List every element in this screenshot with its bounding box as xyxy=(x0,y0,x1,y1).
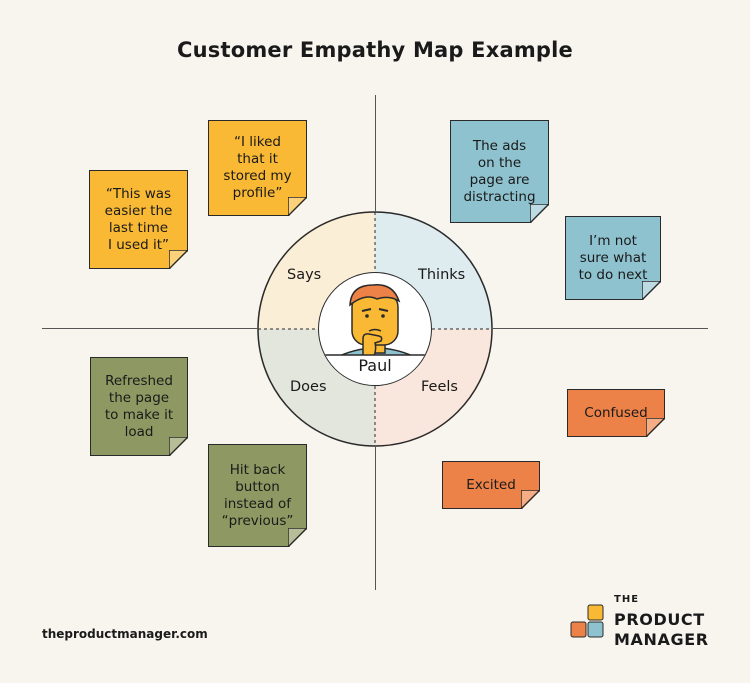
sticky-note-says-2: “I liked that it stored my profile” xyxy=(208,120,307,216)
note-fold-icon xyxy=(288,197,307,216)
sticky-note-thinks-1: The ads on the page are distracting xyxy=(450,120,549,223)
logo-product: PRODUCT xyxy=(614,610,705,629)
sticky-note-feels-1: Confused xyxy=(567,389,665,437)
sticky-note-says-1: “This was easier the last time I used it… xyxy=(89,170,188,269)
sticky-note-feels-2: Excited xyxy=(442,461,540,509)
note-text: The ads on the page are distracting xyxy=(463,137,536,205)
note-text: “I liked that it stored my profile” xyxy=(223,134,292,201)
note-text: Excited xyxy=(466,476,516,493)
quadrant-label-says: Says xyxy=(287,267,322,283)
note-fold-icon xyxy=(530,204,549,223)
quadrant-label-thinks: Thinks xyxy=(418,267,466,283)
note-fold-icon xyxy=(169,437,188,456)
quadrant-label-feels: Feels xyxy=(421,379,458,395)
note-text: Confused xyxy=(584,404,648,421)
note-text: Hit back button instead of “previous” xyxy=(221,461,294,529)
note-fold-icon xyxy=(521,490,540,509)
persona-name: Paul xyxy=(358,356,392,375)
note-fold-icon xyxy=(169,250,188,269)
note-text: Refreshed the page to make it load xyxy=(104,372,174,440)
note-fold-icon xyxy=(288,528,307,547)
persona-avatar-icon xyxy=(319,284,431,385)
sticky-note-does-1: Refreshed the page to make it load xyxy=(90,357,188,456)
logo-the: THE xyxy=(614,594,640,605)
persona-circle xyxy=(318,272,432,386)
brand-logo-text: THE PRODUCT MANAGER xyxy=(614,590,709,650)
page-title: Customer Empathy Map Example xyxy=(177,38,573,62)
footer-url: theproductmanager.com xyxy=(42,627,208,641)
logo-manager: MANAGER xyxy=(614,630,709,649)
note-fold-icon xyxy=(642,281,661,300)
quadrant-label-does: Does xyxy=(290,379,327,395)
sticky-note-thinks-2: I’m not sure what to do next xyxy=(565,216,661,300)
sticky-note-does-2: Hit back button instead of “previous” xyxy=(208,444,307,547)
note-text: “This was easier the last time I used it… xyxy=(104,185,173,253)
note-fold-icon xyxy=(646,418,665,437)
note-text: I’m not sure what to do next xyxy=(578,232,648,283)
brand-logo-icon xyxy=(570,604,604,638)
